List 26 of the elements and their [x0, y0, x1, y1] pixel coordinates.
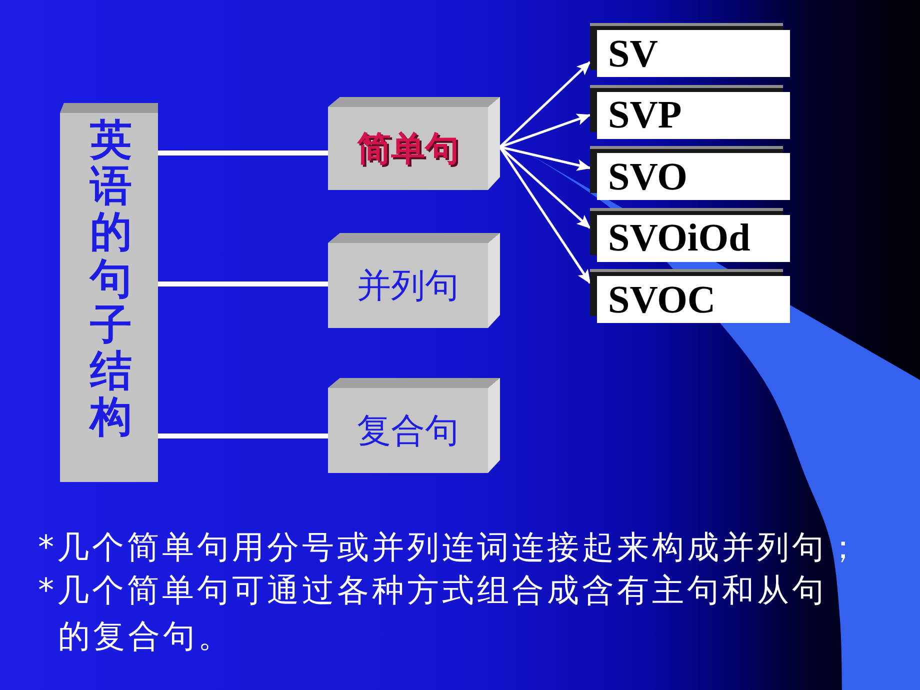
- pattern-label: SVO: [608, 157, 688, 196]
- connector-line: [158, 150, 328, 156]
- pattern-box: [590, 23, 790, 77]
- arrow: [500, 114, 591, 148]
- connector-line: [158, 434, 328, 438]
- pattern-label: SVP: [608, 96, 682, 134]
- category-label: 复合句: [357, 414, 459, 448]
- topic-pillar: [60, 103, 158, 482]
- category-block: [328, 233, 500, 328]
- note-text: *几个简单句用分号或并列连词连接起来构成并列句；: [38, 527, 863, 568]
- category-label: 简单句: [357, 132, 459, 166]
- note-text: *几个简单句可通过各种方式组合成含有主句和从句的复合句。: [38, 570, 828, 657]
- topic-label: 英语的句子结构: [90, 117, 132, 440]
- category-block: [328, 97, 500, 190]
- arrow: [500, 146, 591, 171]
- category-label: 并列句: [357, 268, 459, 302]
- pattern-label: SV: [608, 34, 658, 73]
- pattern-label: SVOC: [608, 280, 716, 319]
- pattern-box: [590, 269, 790, 323]
- pattern-box: [590, 84, 790, 138]
- pattern-box: [590, 208, 790, 262]
- arrow: [499, 61, 591, 148]
- pattern-box: [590, 146, 790, 200]
- connector-line: [158, 282, 328, 286]
- category-block: [328, 378, 500, 473]
- pattern-label: SVOiOd: [608, 218, 750, 258]
